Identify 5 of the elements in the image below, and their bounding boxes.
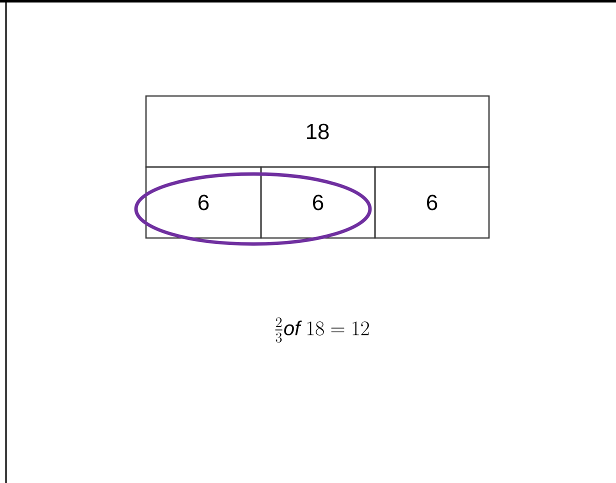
tape-box: 18 <box>145 95 490 168</box>
equation: $\frac{2}{3}\mathit{of}\ 18=12$ <box>275 317 369 343</box>
tape-box: 6 <box>260 166 376 239</box>
tape-box: 6 <box>145 166 262 239</box>
tape-box: 6 <box>374 166 490 239</box>
